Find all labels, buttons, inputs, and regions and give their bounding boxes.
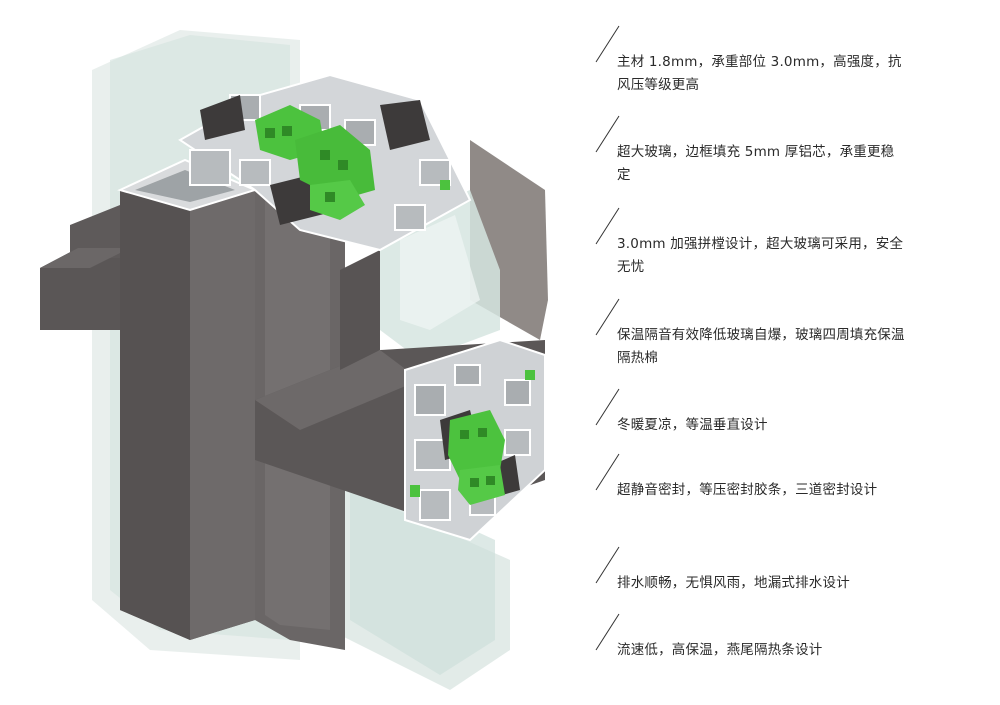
product-illustration (40, 30, 548, 690)
feature-text: 排水顺畅，无惧风雨，地漏式排水设计 (617, 575, 850, 591)
feature-text: 保温隔音有效降低玻璃自爆，玻璃四周填充保温隔热棉 (617, 327, 905, 366)
slash-divider-icon (595, 388, 620, 426)
feature-text: 超静音密封，等压密封胶条，三道密封设计 (617, 482, 878, 498)
slash-divider-icon (595, 453, 620, 491)
feature-text: 3.0mm 加强拼樘设计，超大玻璃可采用，安全无忧 (617, 236, 904, 275)
slash-divider-icon (595, 546, 620, 584)
window-profile-render (40, 30, 548, 690)
slash-divider-icon (595, 115, 620, 153)
feature-text: 主材 1.8mm，承重部位 3.0mm，高强度，抗风压等级更高 (617, 54, 902, 93)
feature-text: 流速低，高保温，燕尾隔热条设计 (617, 642, 823, 658)
slash-divider-icon (595, 25, 620, 63)
slash-divider-icon (595, 613, 620, 651)
feature-text: 超大玻璃，边框填充 5mm 厚铝芯，承重更稳定 (617, 144, 895, 183)
feature-list: 主材 1.8mm，承重部位 3.0mm，高强度，抗风压等级更高 超大玻璃，边框填… (593, 0, 1000, 701)
slash-divider-icon (595, 298, 620, 336)
feature-text: 冬暖夏凉，等温垂直设计 (617, 417, 768, 433)
slash-divider-icon (595, 207, 620, 245)
